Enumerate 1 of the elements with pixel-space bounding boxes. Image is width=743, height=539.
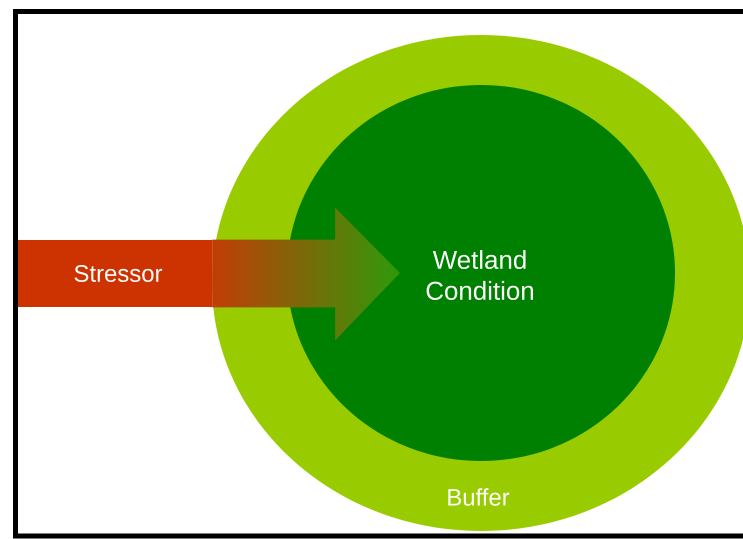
stressor-box: Stressor xyxy=(18,240,212,307)
